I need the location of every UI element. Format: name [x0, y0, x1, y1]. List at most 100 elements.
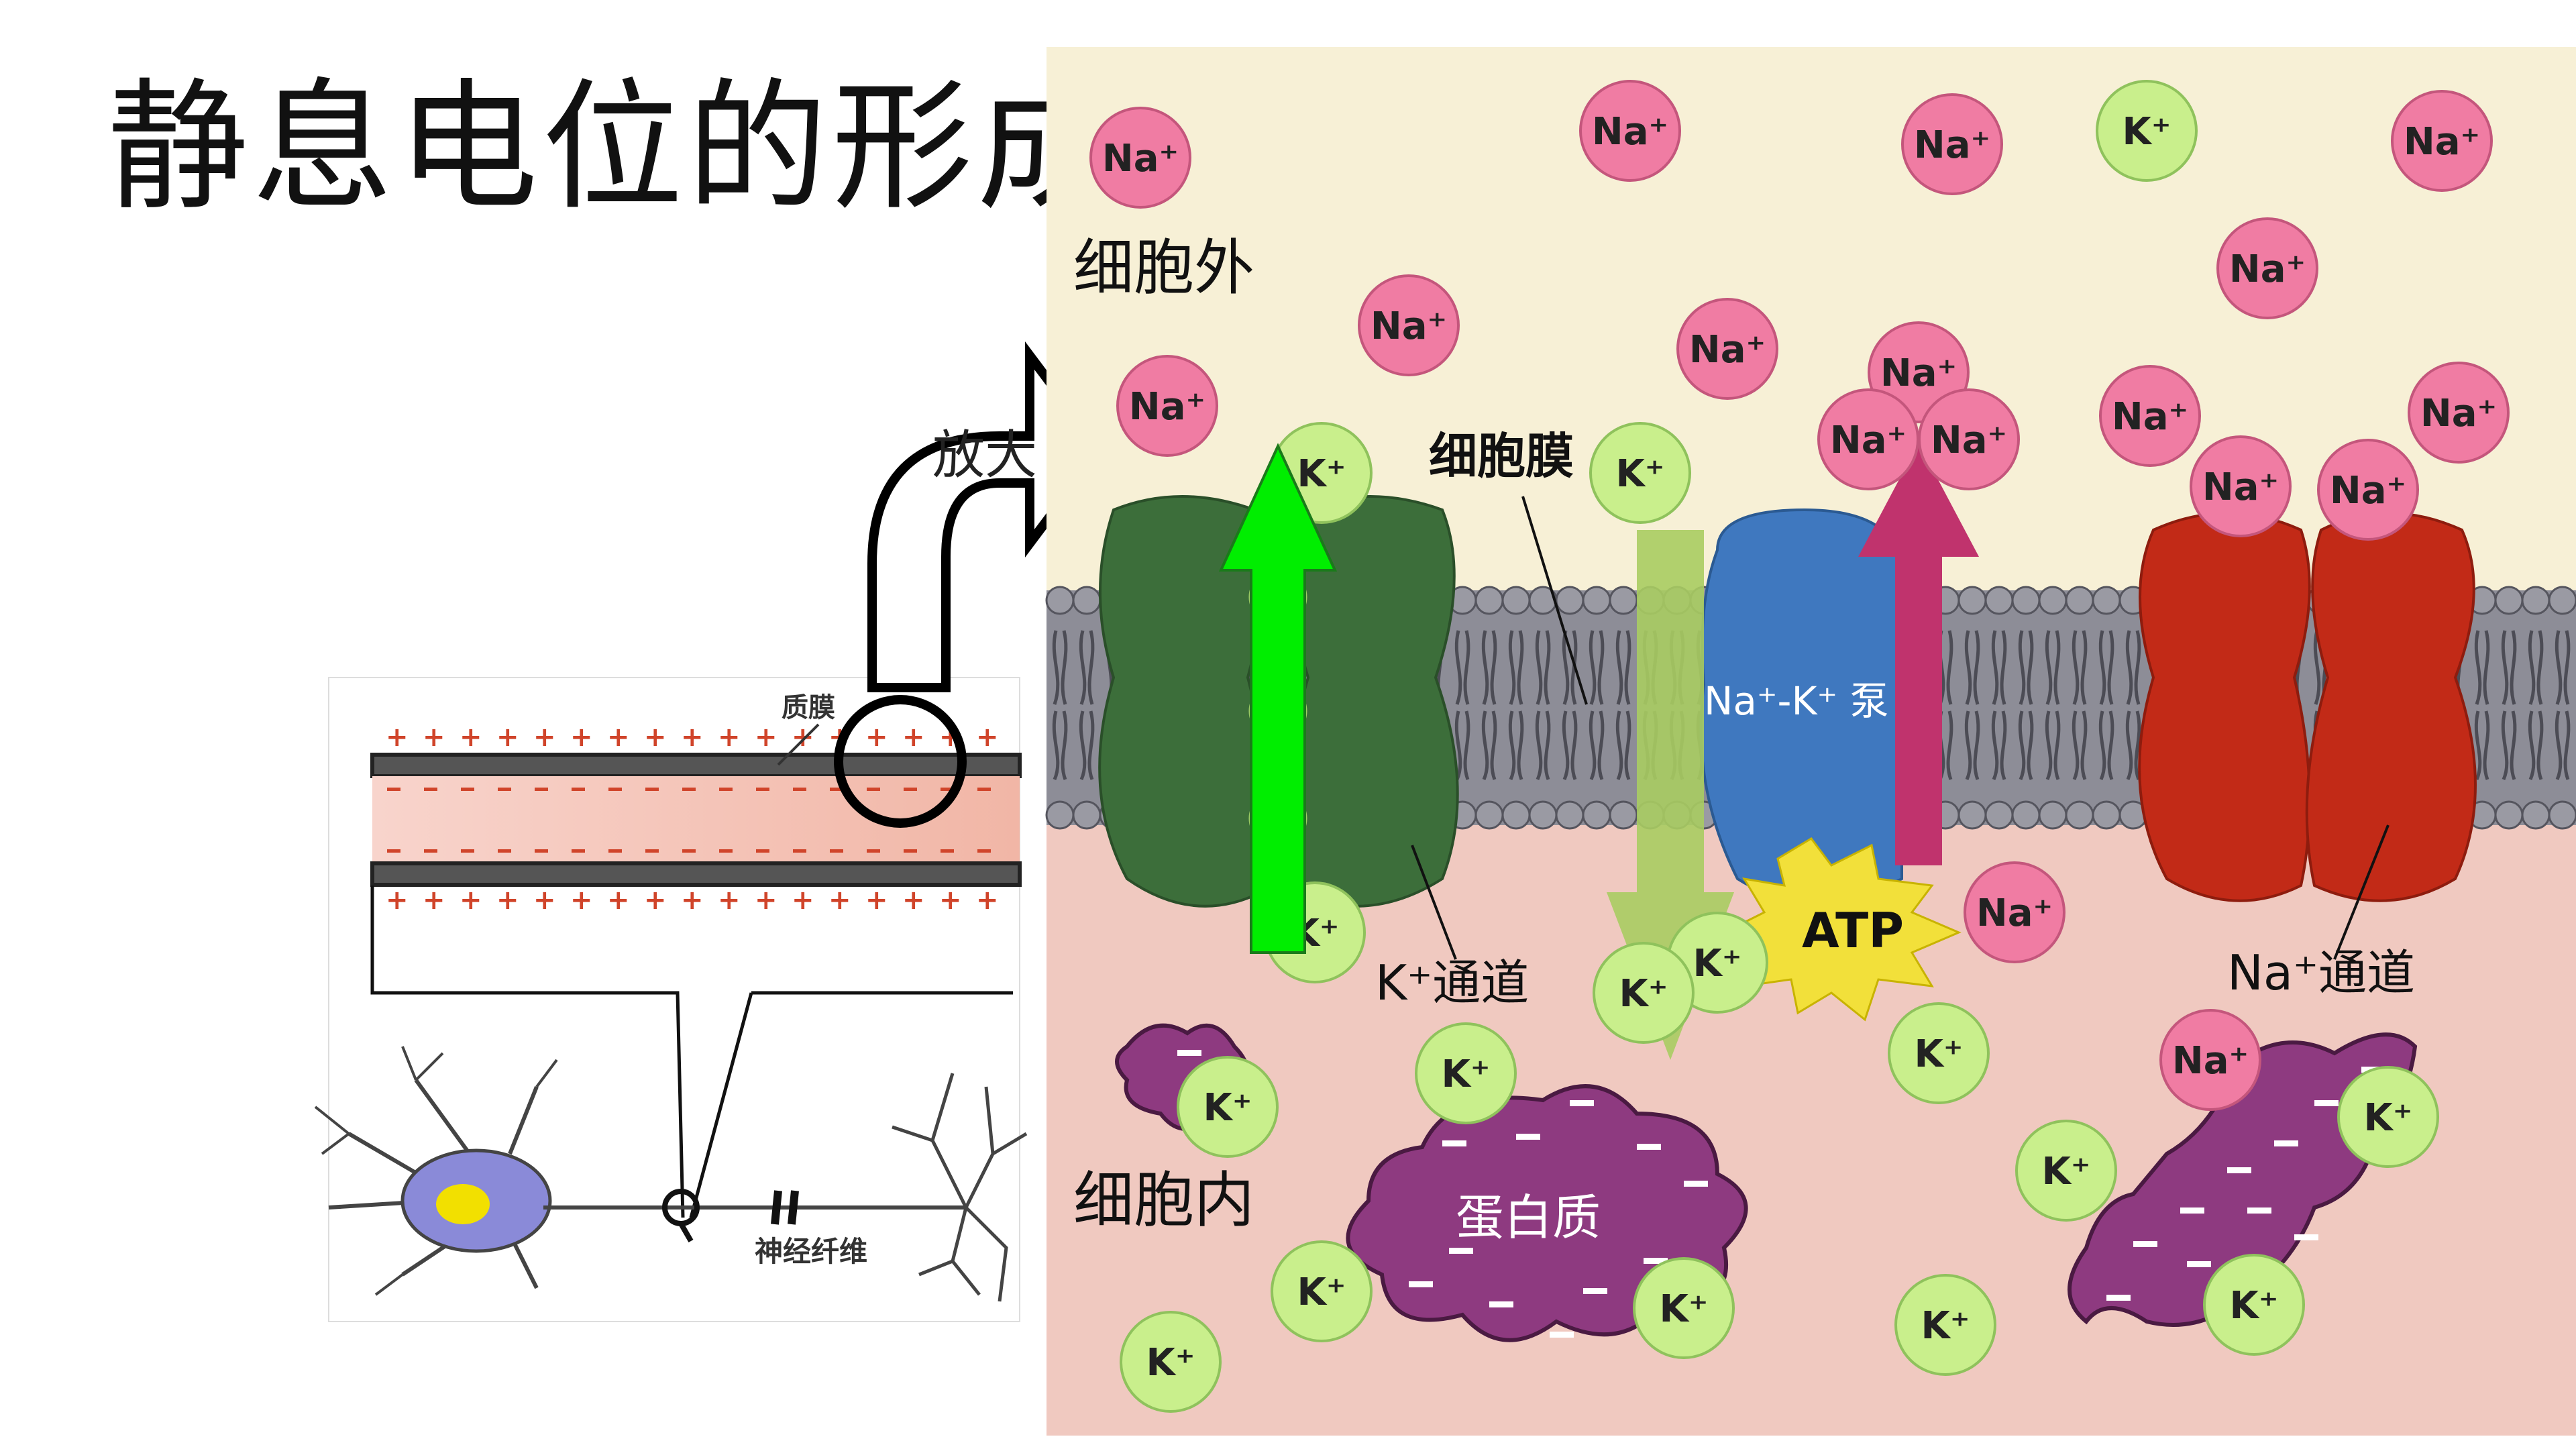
- k-ion-label: K⁺: [1146, 1341, 1195, 1385]
- plasma-membrane-label: 质膜: [782, 692, 835, 723]
- svg-text:+: +: [533, 722, 556, 753]
- na-ion: Na⁺: [2317, 439, 2419, 541]
- na-ion-label: Na⁺: [1102, 137, 1179, 180]
- na-ions: Na⁺Na⁺Na⁺Na⁺Na⁺Na⁺Na⁺Na⁺Na⁺Na⁺Na⁺Na⁺Na⁺N…: [1089, 80, 2510, 1111]
- svg-text:+: +: [533, 885, 556, 916]
- outside-label: 细胞外: [1073, 233, 1254, 303]
- k-ion: K⁺: [1666, 912, 1768, 1014]
- na-ion: Na⁺: [1089, 107, 1191, 209]
- na-ion: Na⁺: [1964, 861, 2065, 963]
- na-ion: Na⁺: [2159, 1009, 2261, 1111]
- na-ion: Na⁺: [2391, 90, 2493, 192]
- na-ion-label: Na⁺: [2112, 395, 2188, 439]
- k-ion: K⁺: [2015, 1120, 2117, 1222]
- na-ion: Na⁺: [2099, 365, 2201, 467]
- na-ion: Na⁺: [1901, 93, 2003, 195]
- na-channel: [2138, 512, 2477, 902]
- svg-text:+: +: [681, 722, 704, 753]
- na-ion-label: Na⁺: [2172, 1039, 2249, 1083]
- k-ion: K⁺: [1120, 1311, 1222, 1413]
- magnify-label: 放大: [932, 425, 1037, 486]
- k-ion-label: K⁺: [1297, 452, 1346, 496]
- pump-arrow-up: [1858, 443, 1979, 865]
- k-ion-label: K⁺: [1921, 1304, 1970, 1348]
- k-ion: K⁺: [1894, 1274, 1996, 1376]
- svg-text:+: +: [644, 885, 667, 916]
- svg-text:+: +: [607, 722, 630, 753]
- na-ion-label: Na⁺: [1689, 328, 1766, 372]
- na-ion-label: Na⁺: [2330, 469, 2406, 513]
- k-ion-label: K⁺: [1660, 1287, 1709, 1331]
- na-ion: Na⁺: [1817, 388, 1919, 490]
- na-ion-label: Na⁺: [2404, 120, 2480, 164]
- svg-text:+: +: [496, 722, 519, 753]
- svg-text:+: +: [423, 885, 445, 916]
- protein-label: 蛋白质: [1456, 1189, 1601, 1246]
- na-ion: Na⁺: [2190, 435, 2292, 537]
- svg-text:+: +: [828, 885, 851, 916]
- fiber-negative-charges-top: [387, 788, 991, 791]
- svg-text:+: +: [865, 722, 888, 753]
- protein-right: [2068, 1032, 2418, 1327]
- na-ion-label: Na⁺: [1129, 385, 1205, 429]
- na-ion-label: Na⁺: [1592, 110, 1668, 154]
- svg-text:+: +: [792, 885, 814, 916]
- k-ion: K⁺: [1633, 1257, 1735, 1359]
- slide-title: 静息电位的形成: [107, 65, 1122, 229]
- k-ion: K⁺: [1888, 1002, 1990, 1104]
- nerve-fiber-label: 神经纤维: [755, 1235, 867, 1268]
- k-ion-label: K⁺: [1693, 942, 1742, 985]
- na-channel-label: Na⁺通道: [2227, 945, 2415, 1001]
- k-ion-label: K⁺: [1297, 1271, 1346, 1314]
- na-ion-label: Na⁺: [1931, 419, 2007, 462]
- k-ion-label: K⁺: [1442, 1053, 1491, 1096]
- svg-text:+: +: [570, 885, 593, 916]
- neuron-cell: [314, 1046, 1028, 1302]
- na-ion: Na⁺: [1116, 355, 1218, 457]
- k-ion: K⁺: [2337, 1066, 2439, 1168]
- na-ion-label: Na⁺: [2420, 392, 2497, 435]
- fiber-membrane-bottom: [370, 861, 1022, 887]
- fiber-positive-charges-top: +++++++++++++++++: [386, 722, 999, 753]
- svg-text:+: +: [607, 885, 630, 916]
- svg-text:+: +: [755, 885, 777, 916]
- k-ion: K⁺: [1593, 942, 1695, 1044]
- k-ion-label: K⁺: [1616, 452, 1665, 496]
- fiber-negative-charges-bottom: [387, 849, 991, 853]
- svg-text:+: +: [865, 885, 888, 916]
- k-ion-label: K⁺: [2042, 1150, 2091, 1193]
- svg-text:+: +: [570, 722, 593, 753]
- svg-text:+: +: [386, 885, 409, 916]
- magnify-arrow: [867, 341, 1106, 692]
- svg-text:+: +: [976, 885, 999, 916]
- svg-text:+: +: [902, 722, 925, 753]
- na-ion-label: Na⁺: [1976, 892, 2053, 935]
- na-ion-label: Na⁺: [1830, 419, 1907, 462]
- svg-text:+: +: [423, 722, 445, 753]
- k-ion: K⁺: [1177, 1056, 1279, 1158]
- k-ion: K⁺: [2096, 80, 2198, 182]
- svg-text:+: +: [755, 722, 777, 753]
- k-ion-label: K⁺: [2123, 110, 2171, 154]
- k-ion: K⁺: [1271, 1240, 1373, 1342]
- pump-label: Na⁺-K⁺ 泵: [1704, 678, 1889, 724]
- fiber-positive-charges-bottom: +++++++++++++++++: [386, 885, 999, 916]
- na-ion: Na⁺: [1676, 298, 1778, 400]
- na-ion: Na⁺: [2408, 362, 2510, 464]
- k-efflux-arrow: [1218, 443, 1338, 954]
- k-ion-label: K⁺: [1619, 972, 1668, 1016]
- svg-text:+: +: [718, 885, 741, 916]
- na-ion-label: Na⁺: [1914, 123, 1990, 167]
- na-ion-label: Na⁺: [1880, 352, 1957, 395]
- svg-text:+: +: [386, 722, 409, 753]
- na-ion: Na⁺: [1918, 388, 2020, 490]
- svg-text:+: +: [460, 885, 482, 916]
- svg-text:+: +: [460, 722, 482, 753]
- na-ion: Na⁺: [2216, 217, 2318, 319]
- k-ion-label: K⁺: [2230, 1284, 2279, 1328]
- svg-text:+: +: [902, 885, 925, 916]
- svg-text:+: +: [939, 885, 962, 916]
- nerve-fiber-inset: +++++++++++++++++ +++++++++++++++++ 质膜: [314, 677, 1028, 1322]
